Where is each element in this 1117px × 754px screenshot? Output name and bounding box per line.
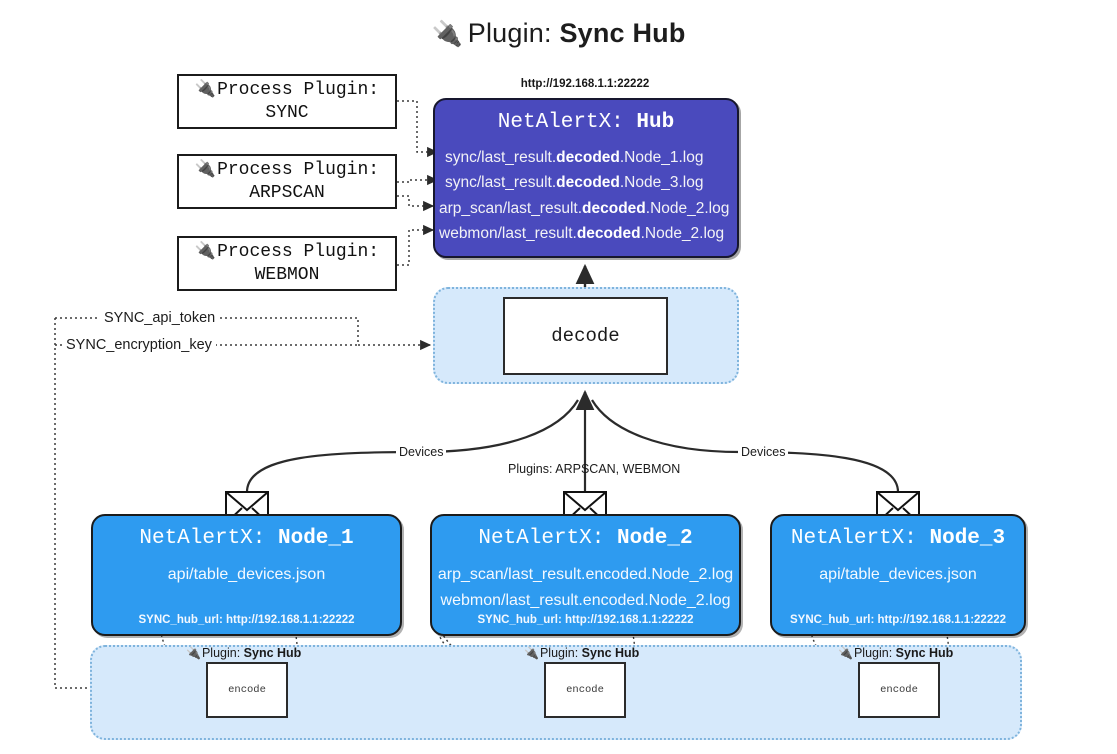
encode-box-node-1[interactable]: encode — [206, 662, 288, 718]
hub-header-name: Hub — [636, 111, 675, 134]
node-payload-list: arp_scan/last_result.encoded.Node_2.log … — [432, 562, 739, 614]
plugins-center-label: Plugins: ARPSCAN, WEBMON — [508, 462, 681, 476]
encode-label: encode — [880, 684, 918, 696]
node-header: NetAlertX: Node_2 — [432, 527, 739, 550]
node-payload-line: api/table_devices.json — [167, 566, 326, 583]
process-plugin-label: Process Plugin: — [217, 159, 380, 180]
process-plugin-label: Process Plugin: — [217, 79, 380, 100]
plug-icon: 🔌 — [431, 20, 463, 48]
encoder-plugin-label-1: 🔌Plugin: Sync Hub — [186, 646, 302, 660]
hub-url-label: http://192.168.1.1:22222 — [520, 78, 650, 90]
node-payload-list: api/table_devices.json — [772, 562, 1024, 588]
process-plugin-sync[interactable]: 🔌Process Plugin: SYNC — [177, 74, 397, 129]
encoder-plugin-label-3: 🔌Plugin: Sync Hub — [838, 646, 954, 660]
sync-encryption-key-label: SYNC_encryption_key — [62, 337, 216, 353]
node-header-name: Node_3 — [929, 527, 1006, 550]
encode-label: encode — [566, 684, 604, 696]
hub-log-row: sync/last_result.decoded.Node_3.log — [445, 174, 704, 192]
node-header: NetAlertX: Node_3 — [772, 527, 1024, 550]
encode-label: encode — [228, 684, 266, 696]
node-header-name: Node_1 — [278, 527, 354, 550]
node-box-node-1[interactable]: NetAlertX: Node_1 api/table_devices.json… — [91, 514, 402, 636]
devices-right-label: Devices — [738, 445, 789, 459]
decode-label: decode — [551, 325, 620, 347]
plug-icon: 🔌 — [838, 646, 853, 660]
hub-log-list: sync/last_result.decoded.Node_1.log sync… — [435, 145, 737, 246]
plug-icon: 🔌 — [186, 646, 201, 660]
node-hub-url: SYNC_hub_url: http://192.168.1.1:22222 — [789, 614, 1007, 626]
node-payload-line: api/table_devices.json — [819, 566, 977, 583]
node-header-prefix: NetAlertX: — [790, 527, 917, 550]
process-plugin-arpscan[interactable]: 🔌Process Plugin: ARPSCAN — [177, 154, 397, 209]
node-box-node-3[interactable]: NetAlertX: Node_3 api/table_devices.json… — [770, 514, 1026, 636]
node-hub-url: SYNC_hub_url: http://192.168.1.1:22222 — [138, 614, 355, 626]
process-plugin-name: ARPSCAN — [249, 183, 325, 203]
process-plugin-webmon[interactable]: 🔌Process Plugin: WEBMON — [177, 236, 397, 291]
hub-log-row: sync/last_result.decoded.Node_1.log — [445, 149, 704, 166]
node-payload-list: api/table_devices.json — [93, 562, 400, 588]
node-payload-line: webmon/last_result.encoded.Node_2.log — [440, 591, 731, 609]
plug-icon: 🔌 — [524, 646, 539, 660]
node-header: NetAlertX: Node_1 — [93, 527, 400, 550]
hub-header: NetAlertX: Hub — [435, 111, 737, 134]
page-title: 🔌Plugin: Sync Hub — [0, 18, 1117, 49]
node-box-node-2[interactable]: NetAlertX: Node_2 arp_scan/last_result.e… — [430, 514, 741, 636]
node-header-prefix: NetAlertX: — [139, 527, 266, 550]
node-header-name: Node_2 — [617, 527, 693, 550]
process-plugin-name: SYNC — [265, 103, 309, 123]
page-title-name: Sync Hub — [559, 18, 686, 48]
plug-icon: 🔌 — [194, 158, 217, 178]
hub-header-prefix: NetAlertX: — [497, 111, 624, 134]
encode-box-node-2[interactable]: encode — [544, 662, 626, 718]
node-hub-url: SYNC_hub_url: http://192.168.1.1:22222 — [477, 614, 694, 626]
process-plugin-label: Process Plugin: — [217, 241, 380, 262]
node-header-prefix: NetAlertX: — [478, 527, 605, 550]
process-plugin-name: WEBMON — [254, 265, 320, 285]
hub-log-row: arp_scan/last_result.decoded.Node_2.log — [439, 199, 730, 217]
plug-icon: 🔌 — [194, 240, 217, 260]
decode-box[interactable]: decode — [503, 297, 668, 375]
hub-log-row: webmon/last_result.decoded.Node_2.log — [439, 224, 725, 242]
hub-node[interactable]: NetAlertX: Hub sync/last_result.decoded.… — [433, 98, 739, 258]
plug-icon: 🔌 — [194, 78, 217, 98]
sync-api-token-label: SYNC_api_token — [100, 310, 220, 326]
page-title-prefix: Plugin: — [467, 18, 552, 48]
encode-box-node-3[interactable]: encode — [858, 662, 940, 718]
node-payload-line: arp_scan/last_result.encoded.Node_2.log — [437, 566, 734, 583]
devices-left-label: Devices — [396, 445, 447, 459]
encoder-plugin-label-2: 🔌Plugin: Sync Hub — [524, 646, 640, 660]
